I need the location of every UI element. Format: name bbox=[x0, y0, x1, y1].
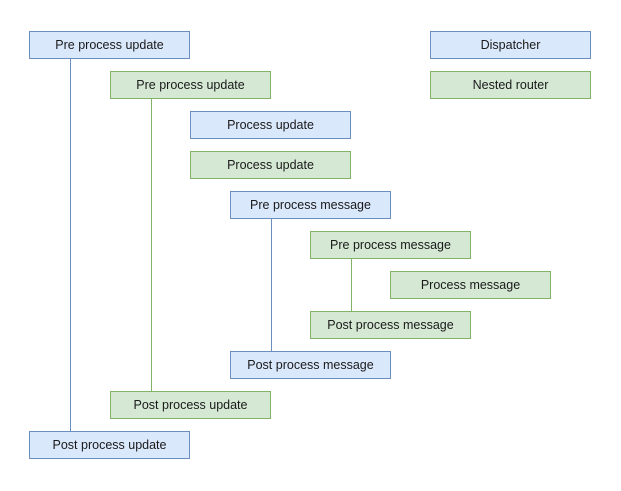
connector-line-router-update bbox=[151, 99, 152, 391]
node-post-process-update-dispatcher[interactable]: Post process update bbox=[29, 431, 190, 459]
node-pre-process-message-dispatcher[interactable]: Pre process message bbox=[230, 191, 391, 219]
node-process-message-router[interactable]: Process message bbox=[390, 271, 551, 299]
connector-line-router-message bbox=[351, 259, 352, 311]
node-pre-process-update-dispatcher[interactable]: Pre process update bbox=[29, 31, 190, 59]
connector-line-dispatcher-message bbox=[271, 219, 272, 351]
node-pre-process-message-router[interactable]: Pre process message bbox=[310, 231, 471, 259]
node-post-process-update-router[interactable]: Post process update bbox=[110, 391, 271, 419]
legend-item-nested-router: Nested router bbox=[430, 71, 591, 99]
node-process-update-dispatcher[interactable]: Process update bbox=[190, 111, 351, 139]
connector-line-dispatcher-update bbox=[70, 59, 71, 431]
node-post-process-message-router[interactable]: Post process message bbox=[310, 311, 471, 339]
node-post-process-message-dispatcher[interactable]: Post process message bbox=[230, 351, 391, 379]
node-process-update-router[interactable]: Process update bbox=[190, 151, 351, 179]
legend-item-dispatcher: Dispatcher bbox=[430, 31, 591, 59]
node-pre-process-update-router[interactable]: Pre process update bbox=[110, 71, 271, 99]
